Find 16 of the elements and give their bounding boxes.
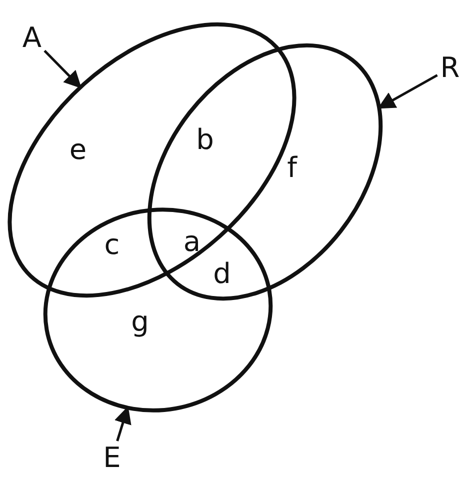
set-outline xyxy=(43,208,273,412)
region-letter: c xyxy=(104,231,120,259)
set-name: A xyxy=(22,24,42,52)
set-name: R xyxy=(440,54,460,82)
set-outline xyxy=(148,44,382,300)
region-letter: a xyxy=(183,228,201,256)
region-letter: f xyxy=(287,154,297,182)
leader-arrow xyxy=(378,74,438,109)
leader-arrow xyxy=(44,50,82,88)
region-letter: b xyxy=(196,126,214,154)
region-letter: e xyxy=(69,136,87,164)
set-outline xyxy=(8,22,296,298)
leader-arrow xyxy=(114,406,132,442)
region-letter: d xyxy=(213,260,231,288)
set-name: E xyxy=(103,444,121,472)
region-letter: g xyxy=(131,308,149,336)
